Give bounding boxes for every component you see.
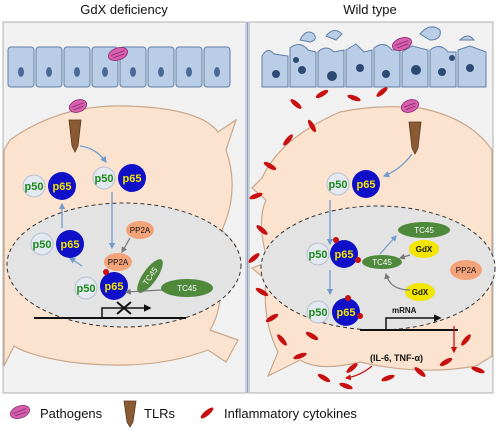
svg-text:GdX: GdX xyxy=(412,288,429,297)
svg-text:PP2A: PP2A xyxy=(130,226,151,235)
legend-pathogens: Pathogens xyxy=(40,406,103,421)
svg-text:p65: p65 xyxy=(357,179,376,191)
svg-text:p50: p50 xyxy=(25,181,44,193)
cytokine-output-label: (IL-6, TNF-α) xyxy=(370,353,423,363)
pathogen-icon xyxy=(68,99,88,113)
svg-text:PP2A: PP2A xyxy=(456,266,477,275)
cytokine-icon xyxy=(200,407,214,419)
svg-text:TC45: TC45 xyxy=(177,284,197,293)
svg-text:TC45: TC45 xyxy=(414,226,434,235)
arrow xyxy=(382,153,413,178)
svg-text:p65: p65 xyxy=(105,281,124,293)
legend-cytokines: Inflammatory cytokines xyxy=(224,406,357,421)
svg-text:TC45: TC45 xyxy=(372,258,392,267)
right-gene-active: mRNA xyxy=(360,306,458,331)
right-panel-title: Wild type xyxy=(343,2,396,17)
left-panel-title: GdX deficiency xyxy=(80,2,168,17)
tlr-left xyxy=(68,119,82,153)
pathogen-icon xyxy=(400,99,420,113)
right-cytoplasm-complex: p50 p65 xyxy=(326,170,380,198)
left-cytoplasm-complex: p50 p65 p50 p65 xyxy=(22,164,146,200)
legend: Pathogens TLRs Inflammatory cytokines xyxy=(0,396,496,430)
svg-text:p50: p50 xyxy=(309,249,328,261)
svg-text:p65: p65 xyxy=(335,249,354,261)
arrow xyxy=(344,365,373,381)
tlr-right xyxy=(408,121,422,155)
left-nucleus-complex: p50 p65 PP2A PP2A p50 p65 TC45 TC45 xyxy=(30,221,213,300)
svg-text:p50: p50 xyxy=(33,239,52,251)
arrow xyxy=(68,257,83,267)
svg-text:PP2A: PP2A xyxy=(108,258,129,267)
left-gene-blocked xyxy=(34,301,186,319)
legend-tlrs: TLRs xyxy=(144,406,176,421)
svg-text:GdX: GdX xyxy=(416,245,433,254)
pathogen-icon xyxy=(9,405,31,419)
svg-text:p65: p65 xyxy=(53,181,72,193)
diagram-canvas: GdX deficiency Wild type xyxy=(2,2,496,394)
svg-text:p50: p50 xyxy=(77,283,96,295)
right-epithelium-nuclei xyxy=(272,55,474,81)
right-nucleus-complex: p50 p65 TC45 TC45 GdX PP2A GdX p50 p65 xyxy=(306,222,482,326)
svg-text:p65: p65 xyxy=(123,173,142,185)
svg-text:p50: p50 xyxy=(95,173,114,185)
pathogen-icon xyxy=(391,37,413,51)
svg-text:p65: p65 xyxy=(337,307,356,319)
pathogen-icon xyxy=(107,47,129,61)
svg-text:p50: p50 xyxy=(329,179,348,191)
left-epithelium-nuclei xyxy=(18,67,220,77)
svg-text:p50: p50 xyxy=(309,307,328,319)
arrow xyxy=(79,145,107,164)
svg-text:p65: p65 xyxy=(61,239,80,251)
tlr-icon xyxy=(123,400,137,428)
mrna-label: mRNA xyxy=(392,306,417,315)
